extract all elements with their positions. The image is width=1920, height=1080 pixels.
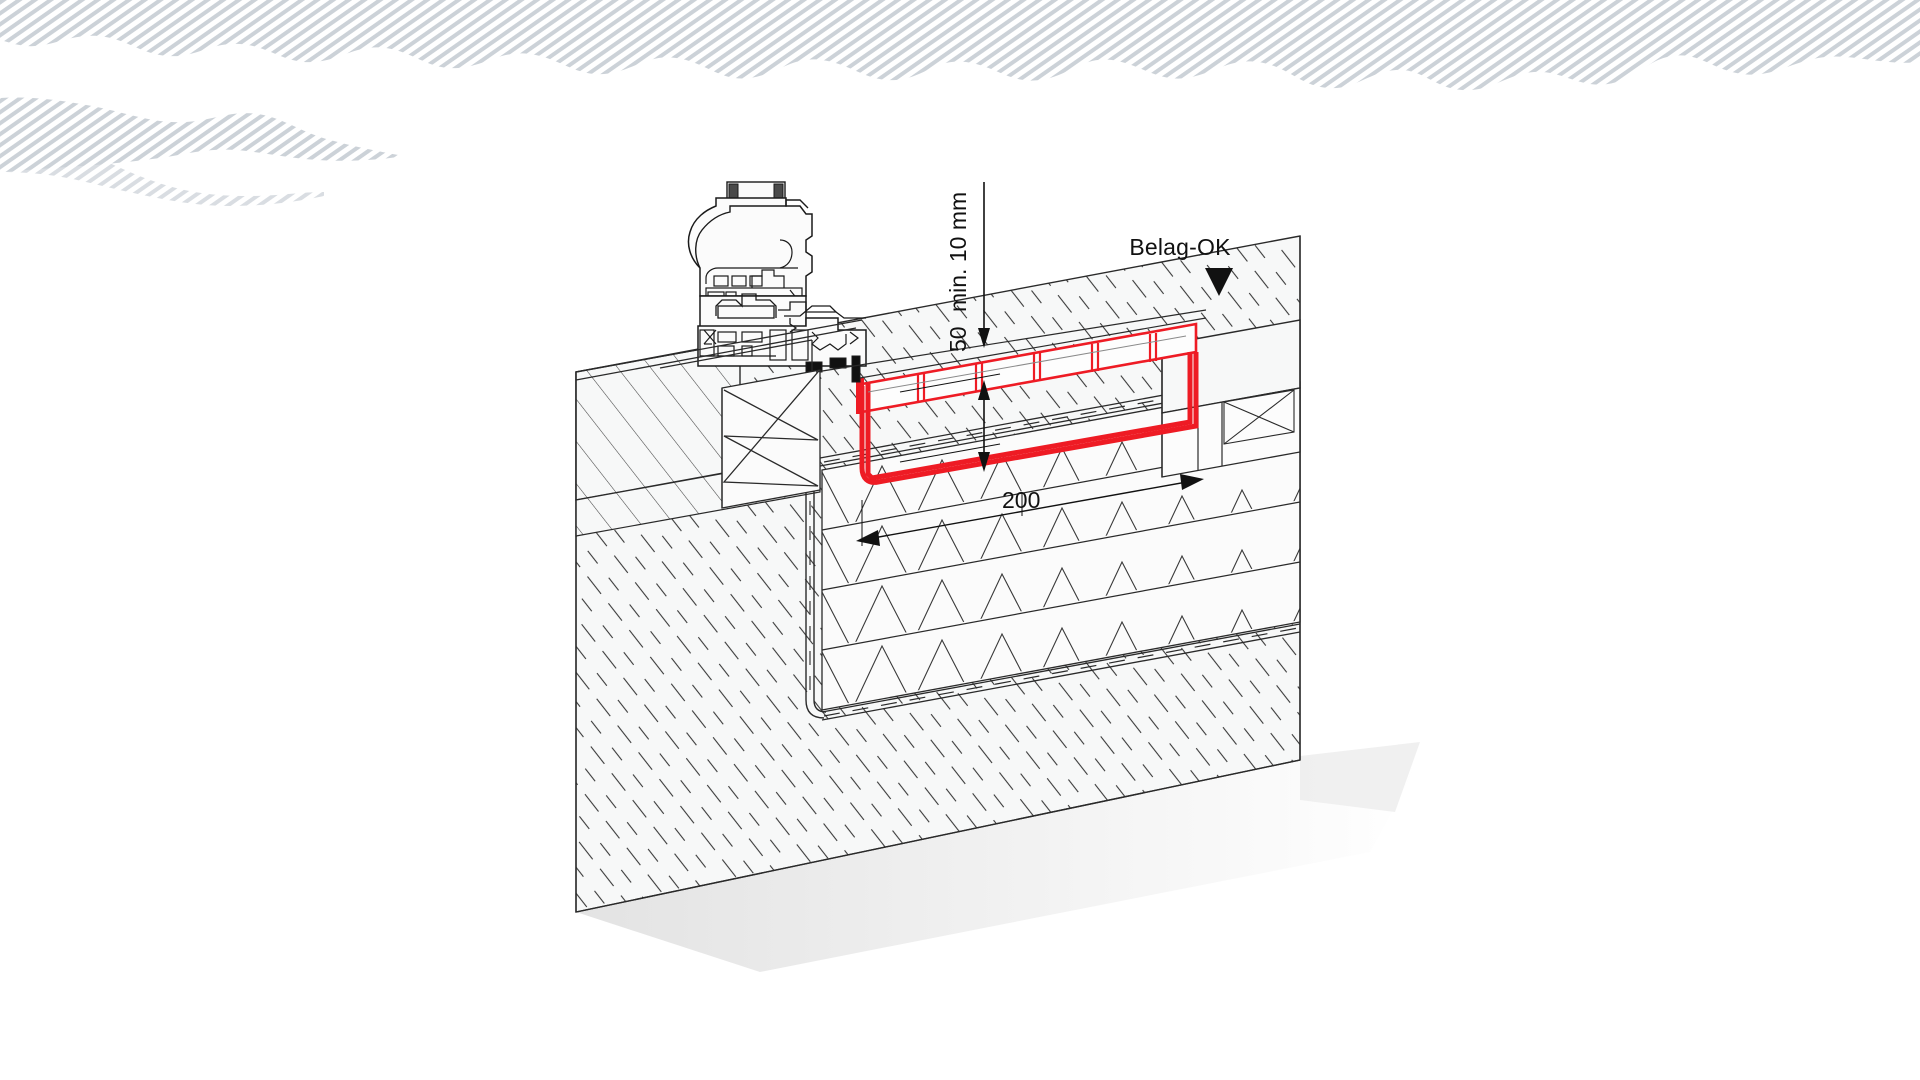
window-profile xyxy=(687,181,867,383)
belag-ok-triangle-icon xyxy=(1205,268,1233,296)
pavement-level-line xyxy=(815,309,1207,379)
belag-ok-label: Belag-OK xyxy=(1129,234,1231,260)
mountain-top-silhouette xyxy=(0,0,1920,91)
mountain-mid-silhouette xyxy=(0,97,404,172)
outline-touchups xyxy=(575,236,1301,913)
dim-50-label: 50 xyxy=(945,326,971,352)
sill-ledge-lines xyxy=(575,319,863,381)
hatched-mountain-band xyxy=(0,0,1920,206)
dim-min10-label: min. 10 mm xyxy=(945,192,971,312)
belag-ok-annotation: Belag-OK xyxy=(1129,234,1233,296)
mountain-low-silhouette xyxy=(0,120,324,206)
dim-200-label: 200 xyxy=(1002,487,1040,513)
dimension-min-10mm: min. 10 mm xyxy=(945,182,990,348)
ground-shadow xyxy=(576,742,1420,972)
dimension-50: 50 xyxy=(899,326,1001,472)
sub-sill-insulation xyxy=(721,369,821,509)
red-drainage-grating xyxy=(856,322,1199,485)
dimension-200: 200 xyxy=(856,474,1204,546)
